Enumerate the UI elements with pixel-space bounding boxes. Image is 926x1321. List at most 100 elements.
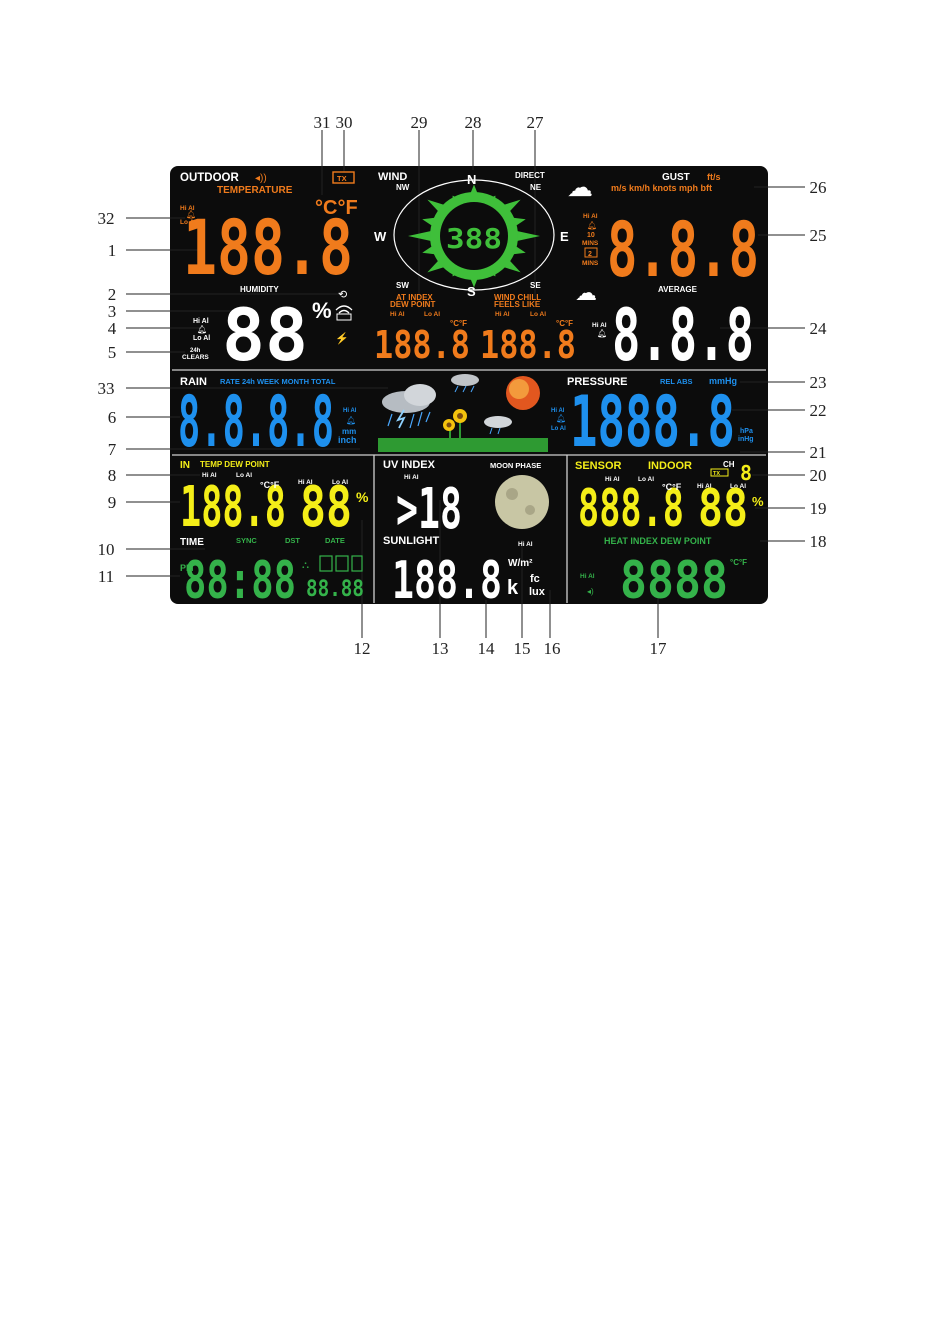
wind-panel: WIND DIRECT 388 ° N S W E NW NE SW SE AT…	[374, 171, 576, 367]
callout-5: 5	[108, 343, 117, 362]
temperature-label: TEMPERATURE	[217, 185, 293, 196]
heat-index-units: °C°F	[730, 558, 747, 567]
outdoor-lo-al: Lo Al	[180, 219, 196, 226]
gust-ft-s: ft/s	[707, 172, 721, 182]
callout-31: 31	[314, 113, 331, 132]
callout-12: 12	[354, 639, 371, 658]
callout-8: 8	[108, 466, 117, 485]
sensor-title: SENSOR	[575, 460, 622, 472]
gust-title: GUST	[662, 172, 690, 183]
indoor-hum-digits: 88	[300, 475, 352, 540]
indoor-temp-digits: 188.8	[180, 475, 286, 540]
wind-degree: °	[508, 216, 512, 226]
sunlight-wm2: W/m²	[508, 558, 533, 569]
uv-panel: UV INDEX Hi Al >18 MOON PHASE SUNLIGHT H…	[383, 459, 549, 611]
sensor-hum-digits: 88	[698, 479, 748, 539]
pressure-digits: 1888.8	[570, 381, 735, 463]
indoor-hi-al: Hi Al	[202, 472, 217, 479]
time-digits: 88:88	[184, 551, 296, 611]
callout-18: 18	[810, 532, 827, 551]
outdoor-temp-digits: 188.8	[183, 203, 353, 292]
sensor-indoor: INDOOR	[648, 460, 692, 472]
sensor-temp-units: °C°F	[662, 482, 682, 492]
wind-left-hi-al: Hi Al	[390, 311, 405, 318]
callout-17: 17	[650, 639, 668, 658]
sensor-lo-al: Lo Al	[638, 476, 654, 483]
rain-periods: RATE 24h WEEK MONTH TOTAL	[220, 377, 336, 386]
sensor-hum-hi-al: Hi Al	[697, 483, 712, 490]
callout-21: 21	[810, 443, 827, 462]
wind-cloud-icon: ☁	[567, 172, 593, 202]
callout-23: 23	[810, 373, 827, 392]
wind-direct-label: DIRECT	[515, 171, 545, 180]
callout-32: 32	[98, 209, 115, 228]
rain-unit-mm: mm	[342, 427, 356, 436]
at-index-label: AT INDEX	[396, 293, 433, 302]
heat-index-signal-icon: ◂)	[587, 587, 594, 596]
outdoor-temp-units: °C°F	[315, 197, 358, 219]
callout-25: 25	[810, 226, 827, 245]
compass-w: W	[374, 229, 387, 244]
callout-28: 28	[465, 113, 482, 132]
rain-cloud-small-icon	[451, 374, 479, 393]
callout-30: 30	[336, 113, 353, 132]
callout-29: 29	[411, 113, 428, 132]
moon-icon	[495, 475, 549, 529]
time-dst: DST	[285, 536, 300, 545]
indoor-lo-al: Lo Al	[236, 472, 252, 479]
indoor-hum-lo-al: Lo Al	[332, 479, 348, 486]
bell-icon: 🔔︎	[186, 209, 196, 219]
outdoor-hi-al: Hi Al	[180, 205, 195, 212]
average-hi-al: Hi Al	[592, 322, 607, 329]
wind-chill-units: °C°F	[556, 319, 573, 328]
gust-bell-icon: 🔔︎	[587, 220, 597, 230]
compass-ring	[393, 179, 555, 291]
pressure-lo-al: Lo Al	[551, 426, 566, 432]
sensor-temp-digits: 888.8	[578, 479, 684, 539]
callout-22: 22	[810, 401, 827, 420]
callout-20: 20	[810, 466, 827, 485]
callout-7: 7	[108, 440, 117, 459]
radio-tower-icon: ⛬	[302, 560, 309, 571]
rain-bell-icon: 🔔︎	[346, 415, 356, 425]
panel-dividers	[172, 369, 766, 603]
wind-chill-label: WIND CHILL	[494, 293, 541, 302]
wind-left-lo-al: Lo Al	[424, 311, 440, 318]
compass-s: S	[467, 284, 476, 299]
callout-lines	[126, 130, 805, 638]
moon-crater	[525, 505, 535, 515]
grass-strip	[378, 438, 548, 452]
uv-digits: >18	[396, 477, 462, 542]
storm-cloud-icon	[382, 384, 436, 429]
gust-hi-al: Hi Al	[583, 213, 598, 220]
humidity-lo-al: Lo Al	[193, 335, 210, 342]
callout-2: 2	[108, 285, 117, 304]
average-digits: 8.8.8	[612, 293, 754, 377]
mins-10-label: MINS	[582, 240, 599, 247]
callout-4: 4	[108, 319, 117, 338]
sensor-hi-al: Hi Al	[605, 476, 620, 483]
mins-10: 10	[587, 232, 595, 239]
indoor-panel: IN TEMP DEW POINT Hi Al Lo Al 188.8 °C°F…	[180, 460, 369, 540]
callout-13: 13	[432, 639, 449, 658]
heat-index-digits: 8888	[620, 551, 728, 611]
indoor-subtitle: TEMP DEW POINT	[200, 460, 270, 469]
heat-index-hi-al: Hi Al	[580, 573, 595, 580]
svg-text:TX: TX	[337, 174, 347, 183]
time-date: DATE	[325, 536, 345, 545]
mins-2-box	[584, 247, 598, 258]
humidity-percent: %	[312, 298, 332, 323]
pressure-hi-al: Hi Al	[551, 408, 565, 414]
at-index-units: °C°F	[450, 319, 467, 328]
uv-title: UV INDEX	[383, 459, 436, 471]
wind-right-lo-al: Lo Al	[530, 311, 546, 318]
wind-chill-digits: 188.8	[480, 323, 576, 367]
rain-title: RAIN	[180, 376, 207, 388]
sunlight-fc: fc	[530, 573, 540, 585]
pressure-panel: PRESSURE REL ABS mmHg Hi Al 🔔︎ Lo Al 188…	[551, 376, 754, 463]
average-bell-icon: 🔔︎	[597, 328, 607, 338]
sun-highlight	[509, 379, 529, 399]
gust-digits: 8.8.8	[607, 205, 759, 294]
callout-3: 3	[108, 302, 117, 321]
